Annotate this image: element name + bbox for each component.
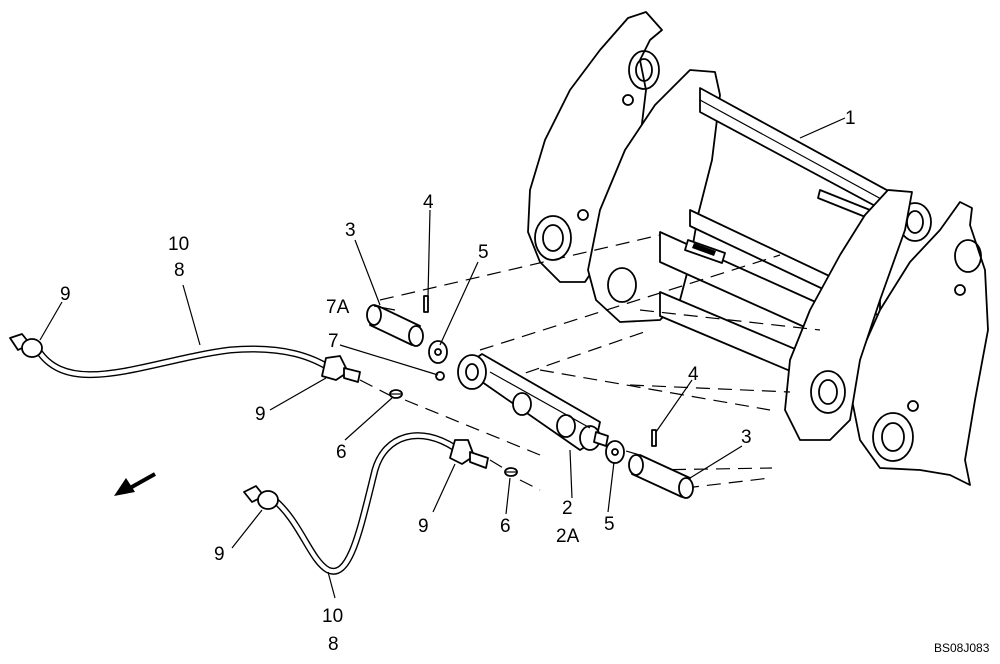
callout-clip-upper-right: 9 xyxy=(255,404,266,425)
callout-labels: 1 4 3 5 7A 7 4 3 2 2A 5 6 6 10 8 9 9 9 9… xyxy=(60,108,990,655)
lower-roll-pin xyxy=(651,429,657,447)
callout-hose-lower-a: 10 xyxy=(322,606,343,627)
lower-washer xyxy=(605,440,625,464)
leader-lines xyxy=(39,117,846,599)
upper-grease-fitting xyxy=(389,389,403,399)
callout-hose-upper-a: 10 xyxy=(168,234,189,255)
lower-grease-fitting xyxy=(504,467,518,477)
callout-washer-lower: 5 xyxy=(604,514,615,535)
callout-pin-lower: 3 xyxy=(741,427,752,448)
coupler-frame xyxy=(527,11,989,486)
callout-cylinder-alt: 2A xyxy=(556,526,580,547)
callout-clip-lower-right: 9 xyxy=(418,516,429,537)
callout-hose-upper-b: 8 xyxy=(174,260,185,281)
direction-arrow xyxy=(114,472,156,496)
lower-pin xyxy=(628,454,694,499)
callout-fitting-lower: 6 xyxy=(500,516,511,537)
callout-clip-upper-left: 9 xyxy=(60,284,71,305)
callout-frame: 1 xyxy=(845,108,856,129)
lower-hose xyxy=(243,432,489,575)
callout-pin-upper: 3 xyxy=(345,220,356,241)
callout-washer-upper: 5 xyxy=(478,242,489,263)
upper-pin xyxy=(366,304,424,347)
callout-hose-lower-b: 8 xyxy=(328,634,339,655)
upper-roll-pin xyxy=(423,295,429,313)
upper-hose xyxy=(9,333,361,383)
callout-fitting-rod: 7 xyxy=(328,331,339,352)
callout-clip-lower-left: 9 xyxy=(214,544,225,565)
callout-cylinder: 2 xyxy=(562,498,573,519)
hydraulic-cylinder xyxy=(435,353,609,451)
upper-washer xyxy=(428,340,448,364)
callout-rollpin-lower: 4 xyxy=(688,364,699,385)
callout-fitting-rod-alt: 7A xyxy=(326,297,350,318)
reference-code: BS08J083 xyxy=(934,641,990,655)
callout-fitting-upper: 6 xyxy=(336,442,347,463)
callout-rollpin-upper: 4 xyxy=(423,192,434,213)
